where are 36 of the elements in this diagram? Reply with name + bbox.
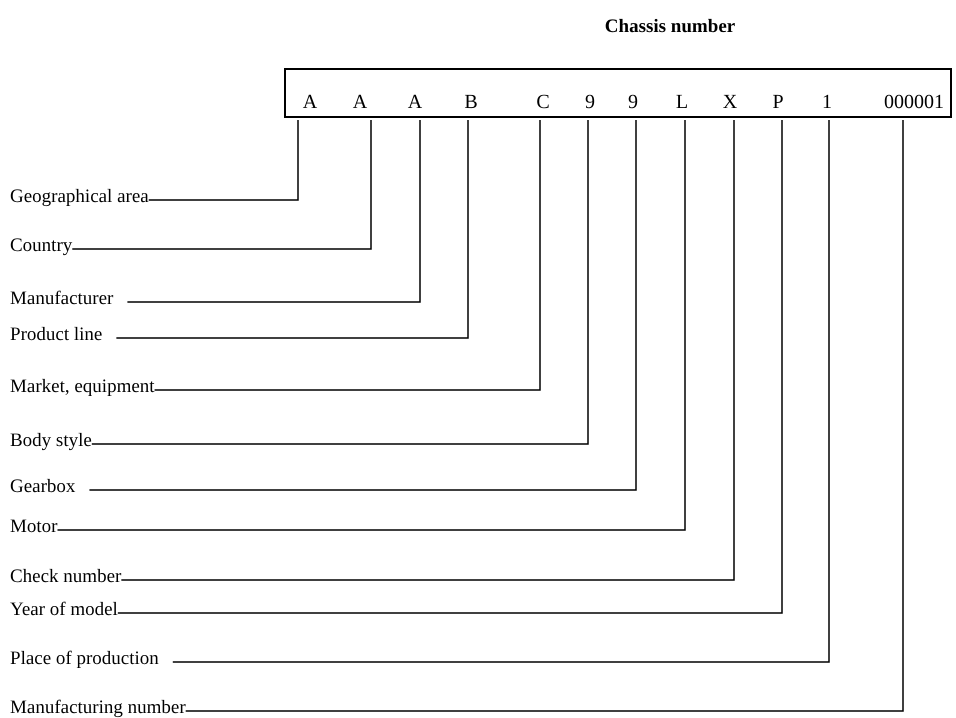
field-label: Geographical area: [10, 186, 149, 208]
field-label: Manufacturing number: [10, 697, 186, 718]
field-label: Country: [10, 235, 72, 257]
field-label: Body style: [10, 430, 92, 452]
field-label: Manufacturer: [10, 288, 114, 310]
leader-line: [154, 120, 541, 391]
leader-line: [89, 120, 637, 491]
leader-line: [72, 120, 372, 250]
code-character: L: [676, 70, 688, 118]
code-character: P: [772, 70, 784, 118]
leader-line: [172, 120, 830, 663]
leader-line: [92, 120, 589, 445]
field-label: Place of production: [10, 648, 159, 670]
leader-line: [58, 120, 686, 531]
code-character: 1: [822, 70, 832, 118]
leader-line: [148, 120, 299, 201]
leader-line: [116, 120, 469, 339]
diagram-title: Chassis number: [604, 16, 736, 38]
code-character: A: [408, 70, 422, 118]
code-character: 9: [585, 70, 595, 118]
code-character: X: [722, 70, 738, 118]
field-label: Product line: [10, 324, 102, 346]
field-label: Check number: [10, 566, 122, 588]
code-character: A: [302, 70, 318, 118]
field-label: Year of model: [10, 599, 118, 621]
field-label: Market, equipment: [10, 376, 155, 398]
leader-line: [127, 120, 421, 303]
field-label: Motor: [10, 516, 58, 538]
code-frame: [284, 68, 952, 118]
code-character: 9: [628, 70, 638, 118]
code-character: A: [352, 70, 368, 118]
leader-line: [186, 120, 904, 712]
code-character: C: [536, 70, 550, 118]
code-character: B: [464, 70, 478, 118]
code-character: 000001: [884, 70, 944, 118]
field-label: Gearbox: [10, 476, 76, 498]
